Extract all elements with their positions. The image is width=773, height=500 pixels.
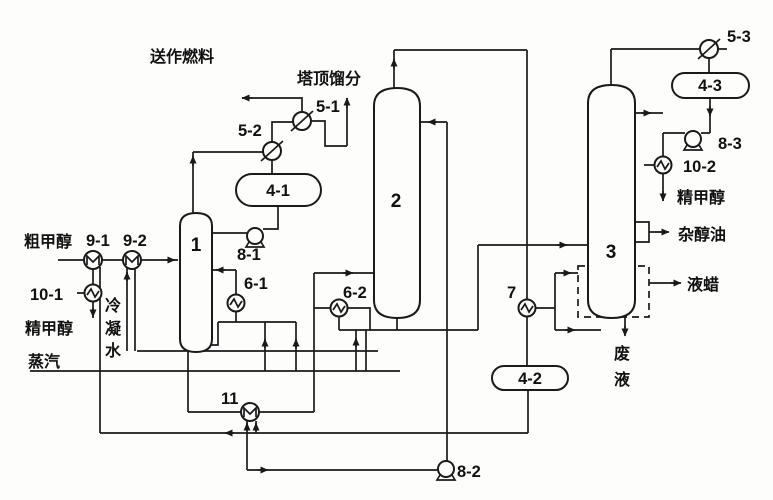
column-1-tag: 1 [191,235,202,256]
pump-8-3-tag: 8-3 [718,135,742,153]
column-3 [587,83,636,320]
cooler-10-2-tag: 10-2 [683,158,716,176]
exchanger-7-icon [517,298,537,318]
label-fusel-oil: 杂醇油 [678,225,726,244]
cooler-10-1-tag: 10-1 [30,286,63,304]
label-waste-char1: 废 [614,344,630,363]
drum-4-1 [235,173,322,207]
column-1 [179,211,213,354]
label-send-as-fuel: 送作燃料 [149,47,214,66]
label-waste-char2: 液 [614,370,631,389]
flow-arrows [89,58,714,474]
label-overhead-distillate: 塔顶馏分 [297,69,361,88]
pump-8-2-tag: 8-2 [457,463,481,481]
drum-4-2 [491,365,569,391]
condenser-5-2-tag: 5-2 [238,122,262,140]
label-condensate-char2: 凝 [105,320,122,338]
exchanger-9-2-icon [122,250,142,270]
pump-8-1-tag: 8-1 [237,246,261,264]
exchanger-9-1-tag: 9-1 [86,232,110,250]
column-3-tag: 3 [606,242,617,263]
label-refined-methanol-left: 精甲醇 [25,319,73,338]
label-refined-methanol-right: 精甲醇 [677,188,725,207]
drum-4-2-tag: 4-2 [518,370,542,388]
drum-4-1-tag: 4-1 [266,182,290,200]
exchanger-9-1-icon [83,250,103,270]
pump-8-1-icon [244,227,266,248]
condenser-5-3-icon [697,38,721,60]
cooler-10-2-icon [653,155,673,175]
label-liquid-wax: 液蜡 [687,275,719,294]
condenser-5-1-tag: 5-1 [316,98,340,116]
label-condensate-char1: 冷 [105,296,121,315]
column-2-tag: 2 [391,191,402,212]
reboiler-6-1-icon [226,293,246,313]
label-condensate-char3: 水 [105,341,122,360]
condenser-5-1-icon [290,110,314,132]
exchanger-9-2-tag: 9-2 [123,232,147,250]
condenser-5-3-tag: 5-3 [727,28,751,46]
column-2 [373,86,421,320]
condenser-5-2-icon [260,140,284,162]
reboiler-6-2-tag: 6-2 [343,284,367,302]
label-crude-methanol: 粗甲醇 [24,232,72,251]
cooler-10-1-icon [83,283,103,303]
pump-8-2-icon [435,460,457,481]
drum-4-3-tag: 4-3 [698,77,722,95]
exchanger-11-tag: 11 [221,390,238,408]
reboiler-6-1-tag: 6-1 [244,275,268,293]
pump-8-3-icon [682,130,704,151]
exchanger-11-icon [240,402,260,422]
exchanger-7-tag: 7 [507,284,516,302]
reboiler-6-2-icon [329,298,349,318]
label-steam: 蒸汽 [28,352,60,371]
drum-4-3 [671,72,750,99]
